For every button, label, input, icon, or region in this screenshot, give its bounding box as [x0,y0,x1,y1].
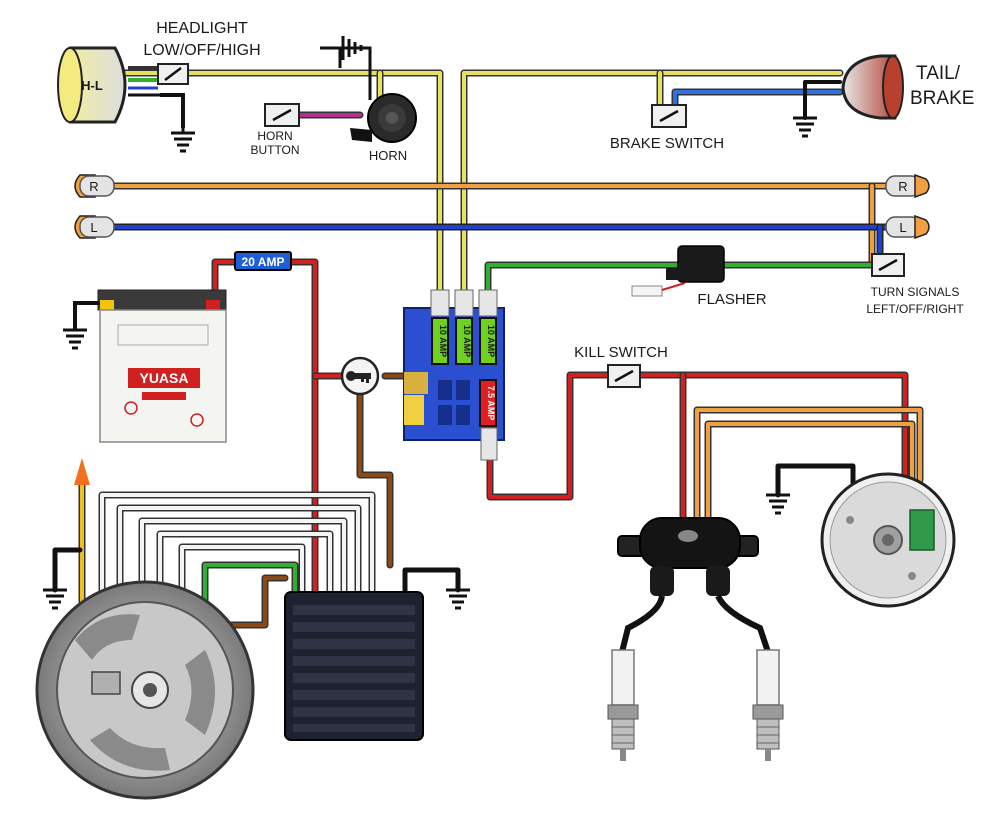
brown-wire-regulator [211,574,289,629]
ignition-pickup-icon [820,472,956,608]
battery-brand-label: YUASA [139,370,188,386]
indicator-front-right-label: R [89,179,98,194]
brown-wire-ignition [356,372,409,569]
ground-icon [766,493,790,515]
yellow-wire-tail [460,69,844,294]
horn-icon [350,93,417,143]
main-fuse-label: 20 AMP [242,255,285,269]
turn-indicator-icon: R [885,173,930,199]
fuse-label-2: 10 AMP [462,325,472,357]
horn-label: HORN [369,148,407,163]
spark-plug-icon [607,649,639,761]
blue-wire-left-indicators [106,223,892,269]
headlight-label: HEADLIGHT [156,20,248,37]
brake-label: BRAKE [910,88,974,109]
turn-signal-switch [871,253,905,277]
white-wires-stator [98,491,376,604]
tail-ground-wire [803,80,842,120]
tail-label: TAIL/ [916,63,961,84]
ground-icon [793,116,817,138]
green-wire-stator [201,561,299,609]
wires [52,69,924,629]
black-wire-pickup-ground [775,463,856,498]
kill-switch [607,364,641,388]
stator-arrow [74,458,90,485]
fuse-label-1: 10 AMP [438,325,448,357]
turn-indicator-icon: L [74,215,115,239]
headlight-switch [157,63,189,85]
tail-light-icon [841,54,904,120]
indicator-rear-left-label: L [899,220,906,235]
ground-icon [63,328,87,350]
turn-signals-switch-label: LEFT/OFF/RIGHT [866,302,964,316]
ground-icon [171,128,195,153]
kill-switch-label: KILL SWITCH [574,344,668,361]
horn-button-label-2: BUTTON [250,143,299,157]
red-wire-ignition [486,371,909,524]
horn-button-label: HORN [257,129,292,143]
battery-ground-wire [73,301,100,330]
headlight-switch-label: LOW/OFF/HIGH [143,42,260,59]
headlight-icon-label: H-L [81,78,103,93]
ignition-coil-icon [617,517,771,653]
ground-icon [43,588,67,610]
indicator-front-left-label: L [90,220,97,235]
orange-wire-coil-pickup [693,406,924,524]
fuse-slot: 10 AMP [430,289,450,365]
indicator-rear-right-label: R [898,179,907,194]
turn-indicator-icon: R [74,174,115,198]
ground-icon [320,36,372,100]
flasher-icon [631,245,725,297]
ignition-key-icon [340,356,380,396]
horn-button [264,103,300,127]
fuse-slot: 10 AMP [454,289,474,365]
spark-plug-icon [752,649,784,761]
yellow-wire-headlight [106,69,444,294]
turn-signals-label: TURN SIGNALS [871,285,960,299]
fuse-box-icon: 10 AMP 10 AMP 10 AMP 7.5 AMP [403,289,505,461]
blue-wire-brake [671,88,844,114]
ground-icon [446,588,470,610]
fuse-slot: 10 AMP [478,289,498,365]
fuse-label-3: 10 AMP [486,325,496,357]
turn-indicator-icon: L [885,214,930,240]
green-wire-flasher [484,261,879,294]
regulator-icon [284,591,424,741]
flasher-label: FLASHER [697,291,766,308]
headlight-icon: H-L [57,46,127,124]
fuse-slot: 7.5 AMP [479,379,498,461]
main-fuse: 20 AMP [234,251,292,271]
stator-icon [35,580,255,800]
battery-icon: YUASA [97,289,227,443]
brake-switch-label: BRAKE SWITCH [610,135,724,152]
fuse-label-4: 7.5 AMP [486,386,496,421]
brake-switch [651,104,687,128]
black-ground-wires [52,547,461,598]
headlight-wires-stub [128,66,185,128]
